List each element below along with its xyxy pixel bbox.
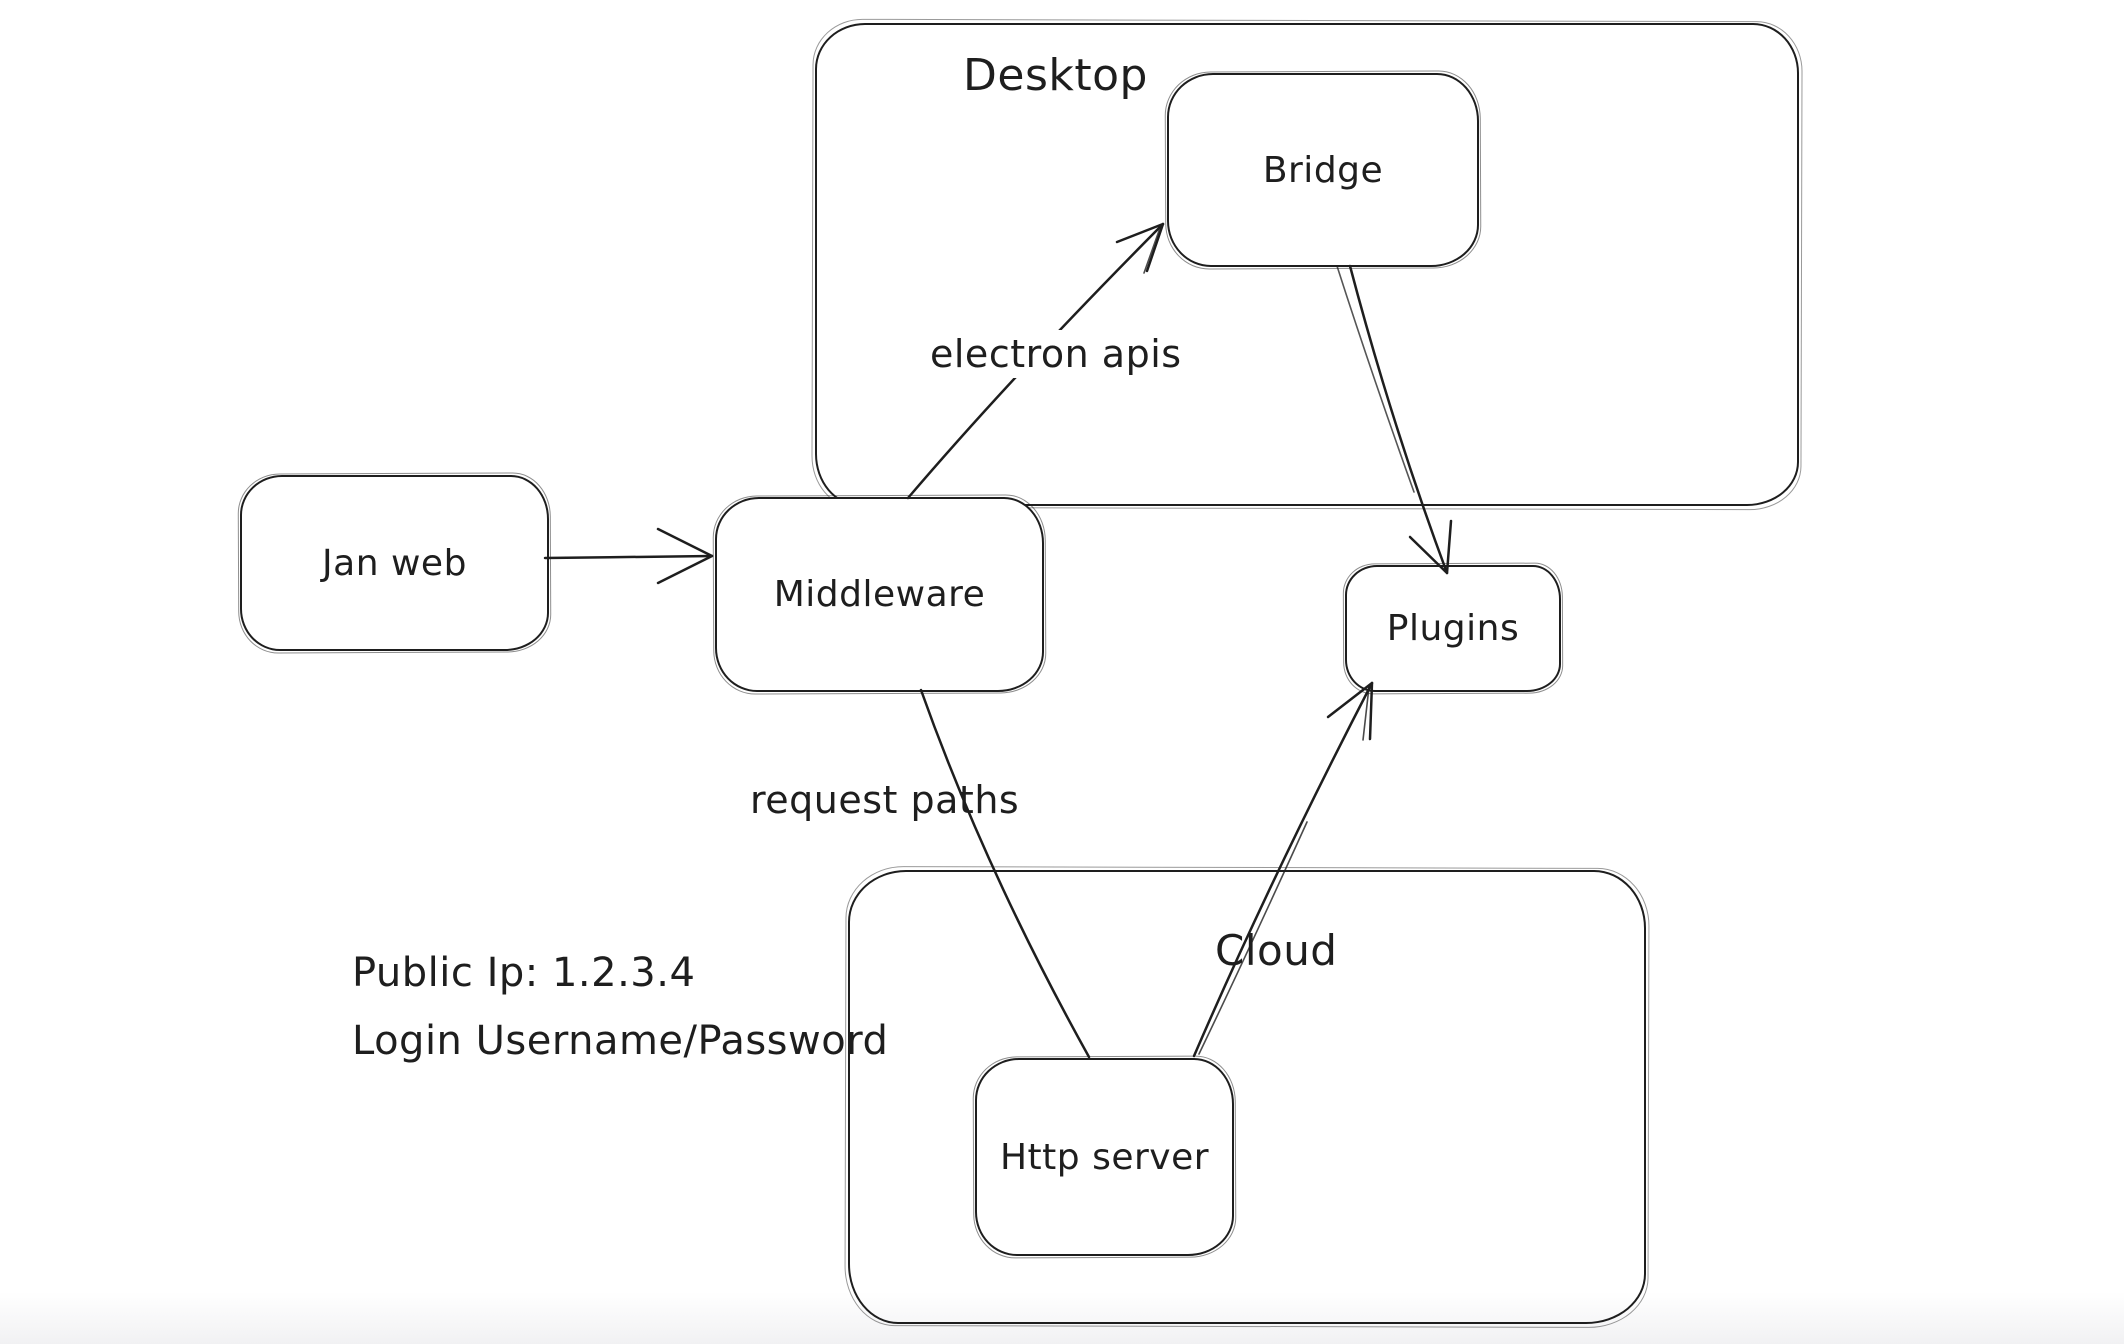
- node-jan-web[interactable]: Jan web: [240, 475, 549, 651]
- edge-middleware-to-http-server[interactable]: [919, 688, 1091, 1059]
- edge-bridge-to-plugins[interactable]: [1336, 264, 1453, 575]
- annotation-public-ip[interactable]: Public Ip: 1.2.3.4: [352, 950, 696, 996]
- edge-http-server-to-plugins[interactable]: [1192, 681, 1374, 1058]
- node-jan-web-label: Jan web: [322, 542, 467, 584]
- container-desktop-label[interactable]: Desktop: [963, 50, 1148, 101]
- node-bridge[interactable]: Bridge: [1167, 73, 1479, 267]
- edge-label-electron-apis[interactable]: electron apis: [922, 330, 1190, 378]
- edge-jan-web-to-middleware[interactable]: [543, 527, 714, 585]
- annotation-login[interactable]: Login Username/Password: [352, 1018, 889, 1064]
- container-desktop[interactable]: [815, 23, 1799, 506]
- node-middleware-label: Middleware: [773, 574, 986, 615]
- container-cloud[interactable]: [848, 870, 1646, 1324]
- node-middleware[interactable]: Middleware: [715, 497, 1044, 692]
- node-http-server-label: Http server: [999, 1136, 1210, 1178]
- node-plugins[interactable]: Plugins: [1345, 565, 1561, 692]
- node-plugins-label: Plugins: [1386, 608, 1520, 649]
- node-http-server[interactable]: Http server: [975, 1058, 1234, 1256]
- container-cloud-label[interactable]: Cloud: [1215, 926, 1338, 975]
- edge-label-request-paths[interactable]: request paths: [750, 778, 1020, 822]
- node-bridge-label: Bridge: [1262, 149, 1384, 191]
